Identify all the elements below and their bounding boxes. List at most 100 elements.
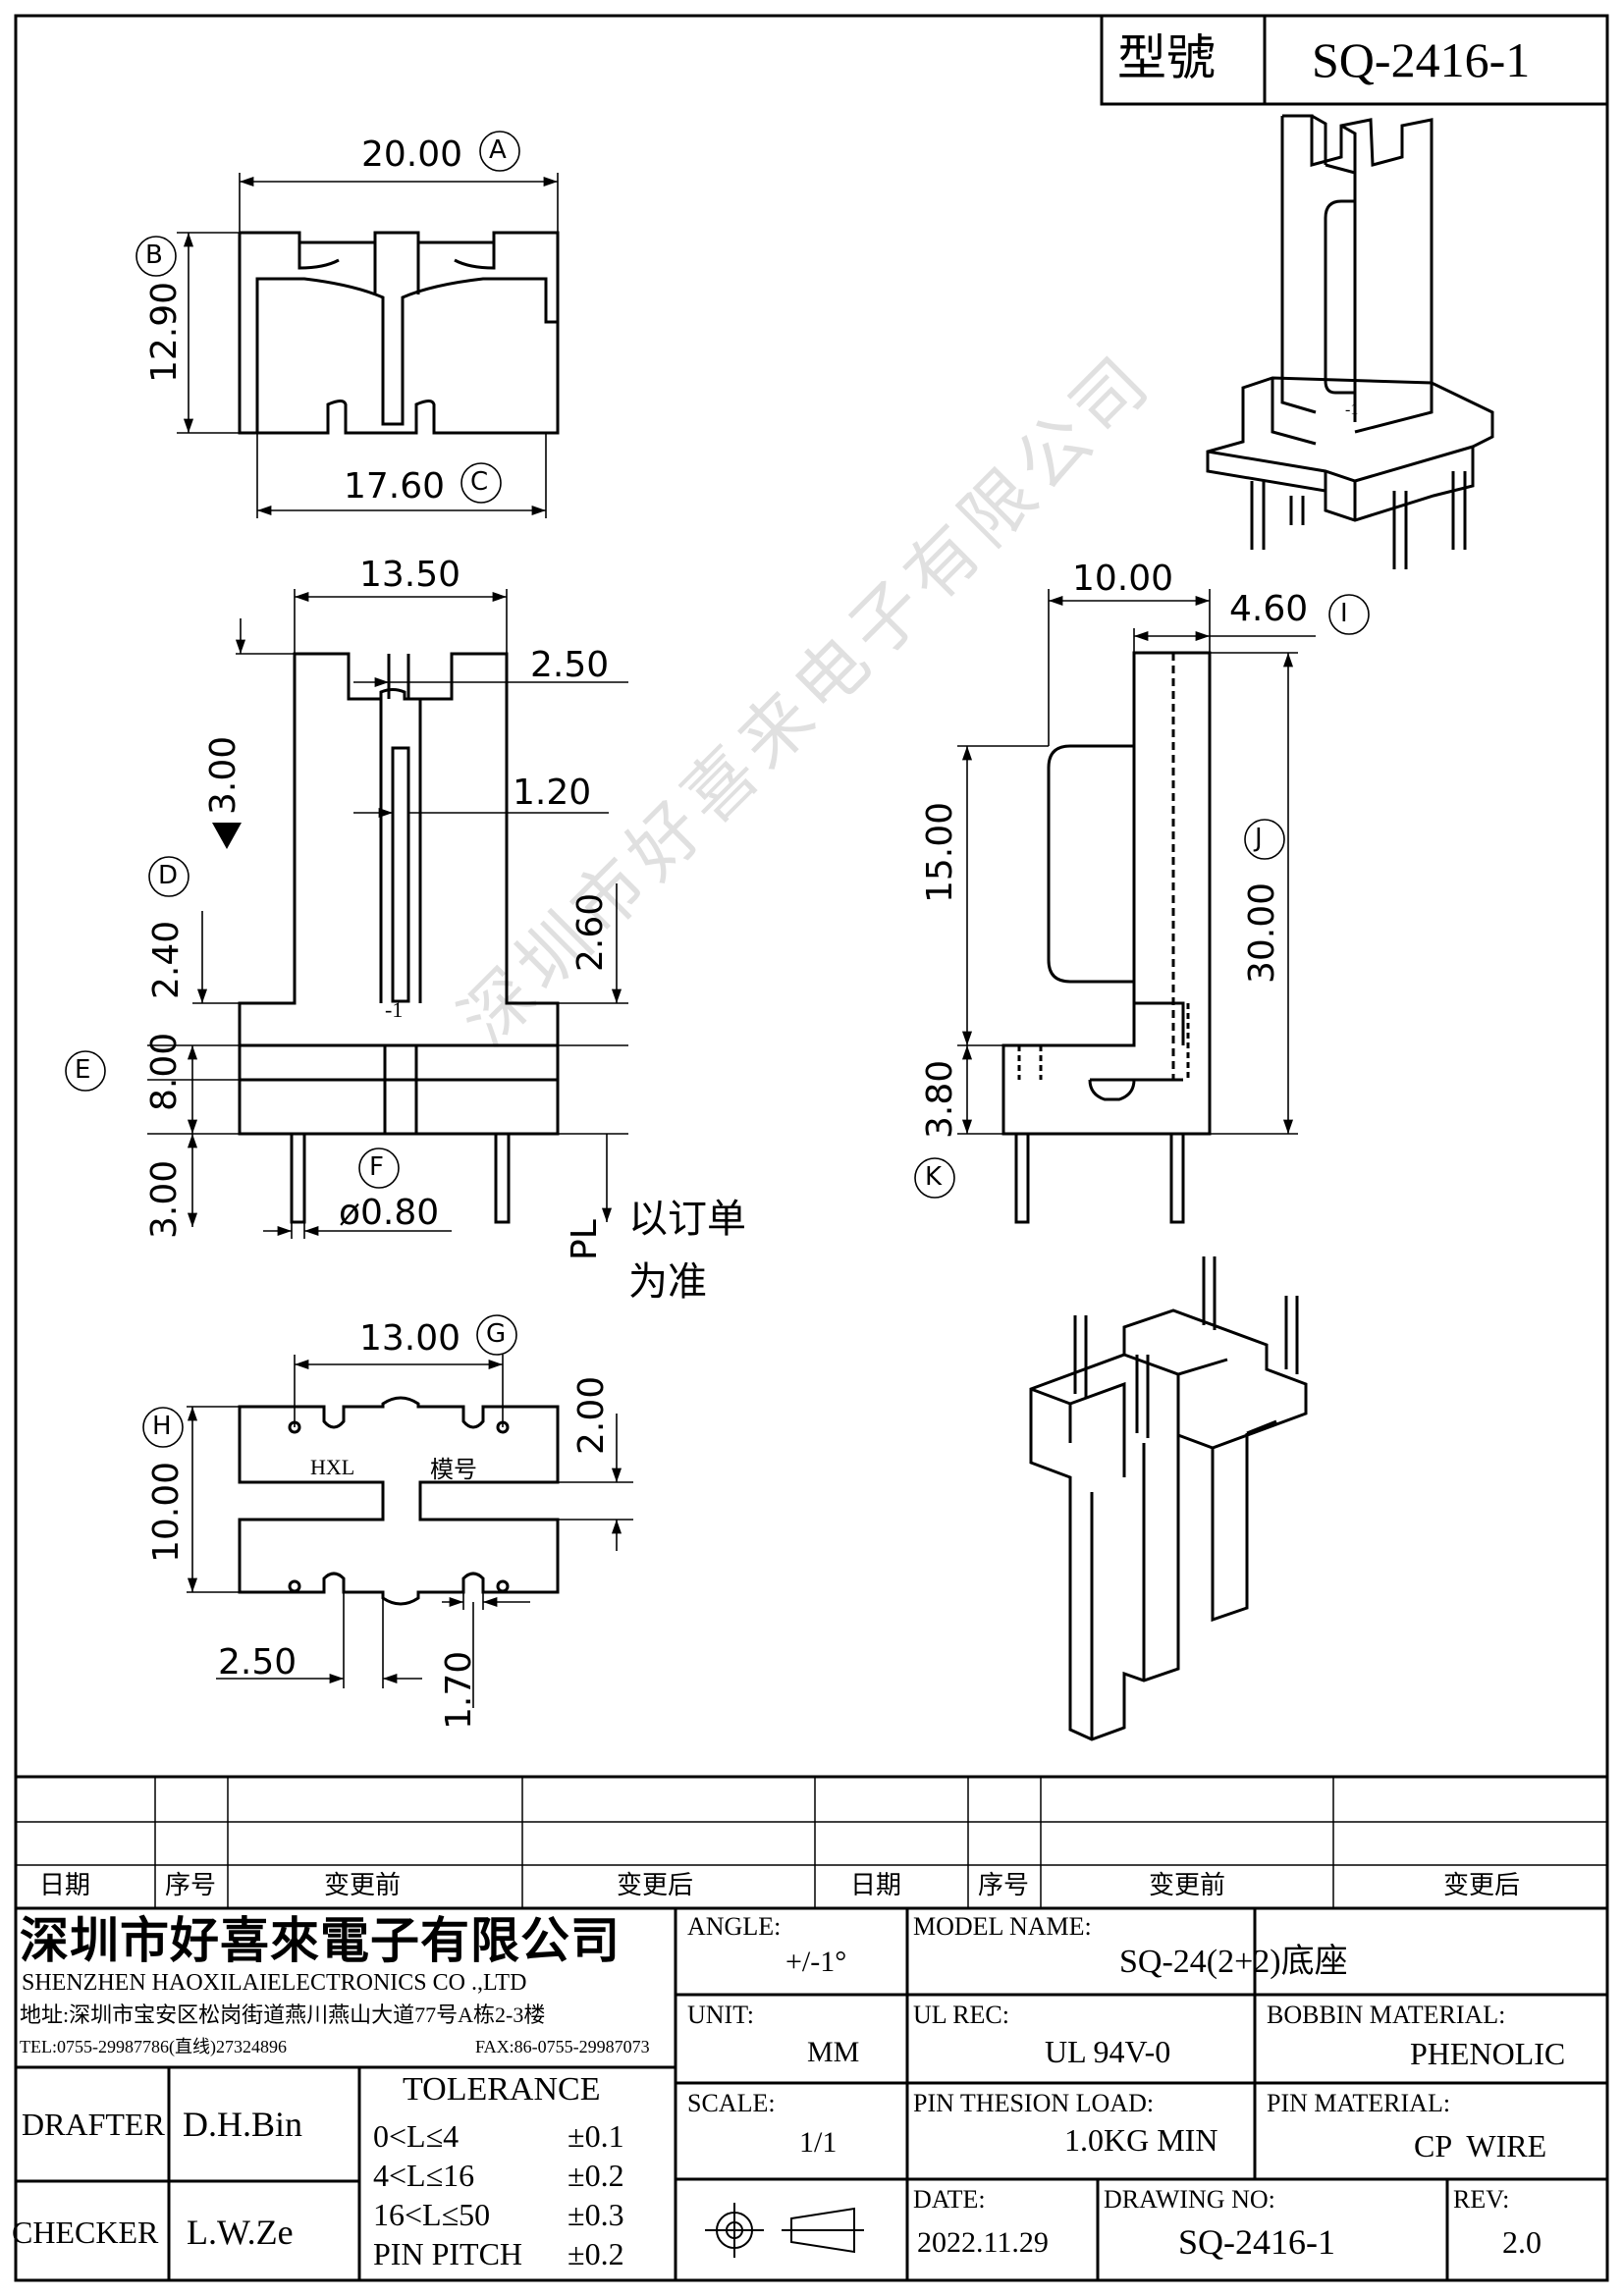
dim-step-value: 2.60: [570, 892, 611, 972]
dim-e-tag: E: [75, 1055, 91, 1085]
dim-width-value: 13.50: [359, 555, 461, 595]
rev-header-after-2: 变更后: [1443, 1871, 1521, 1900]
dim-k-value: 3.80: [920, 1059, 960, 1139]
checker-label: CHECKER: [12, 2215, 159, 2250]
title-block-grid: [16, 1775, 1607, 2280]
rev-header-after-1: 变更后: [617, 1871, 694, 1900]
model-label: 型號: [1117, 30, 1216, 85]
dim-pin-diameter-value: ø0.80: [339, 1193, 440, 1233]
tolerance-value-1: ±0.1: [568, 2118, 624, 2154]
dim-window-value: 15.00: [920, 801, 960, 903]
rev-header-date-1: 日期: [39, 1871, 91, 1900]
pin-load-value: 1.0KG MIN: [1064, 2122, 1218, 2158]
rev-header-seq-1: 序号: [165, 1871, 217, 1900]
revision-label: REV:: [1453, 2185, 1510, 2214]
tolerance-range-4: PIN PITCH: [373, 2236, 523, 2271]
rev-header-before-1: 变更前: [324, 1871, 402, 1900]
date-label: DATE:: [913, 2185, 986, 2214]
angle-value: +/-1°: [785, 1946, 847, 1978]
iso-cavity-mark: -1: [1345, 401, 1359, 418]
model-title-box: [1100, 14, 1609, 106]
dim-rib-value: 1.20: [513, 773, 592, 813]
dim-c-value: 17.60: [344, 466, 446, 507]
dim-a-tag: A: [489, 135, 507, 165]
tolerance-range-2: 4<L≤16: [373, 2158, 475, 2193]
tolerance-value-2: ±0.2: [568, 2158, 624, 2193]
top-view-dims: [135, 131, 559, 518]
tolerance-value-4: ±0.2: [568, 2236, 624, 2271]
model-name-value: SQ-24(2+2)底座: [1119, 1944, 1348, 1980]
ul-label: UL REC:: [913, 2001, 1009, 2029]
dim-b-value: 12.90: [144, 281, 185, 383]
dim-j-tag: J: [1255, 824, 1263, 853]
tolerance-range-3: 16<L≤50: [373, 2197, 491, 2232]
pin-material-label: PIN MATERIAL:: [1267, 2089, 1451, 2117]
ul-value: UL 94V-0: [1045, 2034, 1171, 2069]
bobbin-material-label: BOBBIN MATERIAL:: [1267, 2001, 1506, 2029]
dim-h-tag: H: [152, 1412, 172, 1441]
dim-g-value: 13.00: [359, 1318, 461, 1359]
iso-view-bottom: [1029, 1256, 1308, 1741]
date-value: 2022.11.29: [917, 2226, 1049, 2259]
dim-rib-width-value: 2.00: [571, 1375, 612, 1455]
dim-offset-value: 2.50: [218, 1642, 298, 1682]
dim-pin-length-value: 3.00: [144, 1159, 185, 1239]
unit-label: UNIT:: [687, 2001, 755, 2029]
revision-value: 2.0: [1502, 2224, 1542, 2260]
projection-symbol-icon: [705, 2203, 864, 2258]
iso-view-top: [1206, 114, 1494, 569]
checker-name: L.W.Ze: [187, 2213, 294, 2252]
side-view: [1001, 651, 1212, 1224]
dim-top-value: 3.00: [203, 735, 243, 815]
dim-e-value: 8.00: [144, 1032, 185, 1111]
model-name-label: MODEL NAME:: [913, 1912, 1092, 1941]
rev-header-seq-2: 序号: [978, 1871, 1030, 1900]
dim-g-tag: G: [486, 1319, 507, 1349]
model-number: SQ-2416-1: [1312, 32, 1531, 87]
scale-value: 1/1: [799, 2126, 838, 2159]
dim-b-tag: B: [145, 240, 163, 270]
company-name-en: SHENZHEN HAOXILAIELECTRONICS CO .,LTD: [22, 1970, 527, 1996]
scale-label: SCALE:: [687, 2089, 776, 2117]
top-view: [238, 231, 560, 435]
drafter-name: D.H.Bin: [183, 2105, 303, 2144]
bottom-view-dims: [142, 1314, 633, 1708]
dim-j-value: 30.00: [1242, 881, 1282, 984]
dim-depth-value: 10.00: [1072, 559, 1174, 599]
rev-header-before-2: 变更前: [1149, 1871, 1226, 1900]
drawing-number-value: SQ-2416-1: [1178, 2222, 1335, 2262]
sheet-border: [14, 14, 1609, 2282]
pin-load-label: PIN THESION LOAD:: [913, 2089, 1155, 2117]
front-view: [238, 652, 560, 1224]
front-view-dims: [65, 589, 628, 1239]
dim-slot-value: 2.50: [530, 645, 610, 685]
dim-c-tag: C: [470, 467, 489, 497]
side-view-dims: [914, 589, 1370, 1199]
brand-mark: HXL: [310, 1455, 355, 1479]
pin-material-value: CP WIRE: [1414, 2128, 1547, 2163]
dim-i-tag: I: [1340, 599, 1348, 628]
dim-a-value: 20.00: [361, 134, 463, 175]
bobbin-material-value: PHENOLIC: [1410, 2036, 1566, 2071]
rev-header-date-2: 日期: [850, 1871, 902, 1900]
pl-note-line2: 为准: [628, 1259, 707, 1305]
bottom-view: [238, 1396, 560, 1606]
company-fax: FAX:86-0755-29987073: [475, 2037, 650, 2056]
dim-k-tag: K: [925, 1162, 943, 1192]
dim-h-value: 10.00: [146, 1461, 187, 1563]
dim-d-tag: D: [158, 861, 179, 890]
dim-slot-width-value: 1.70: [439, 1650, 479, 1730]
tolerance-title: TOLERANCE: [403, 2071, 601, 2108]
cavity-mark: -1: [385, 997, 404, 1022]
pl-label: PL: [565, 1219, 605, 1260]
company-address: 地址:深圳市宝安区松岗街道燕川燕山大道77号A栋2-3楼: [20, 2002, 546, 2027]
dim-f-tag: F: [369, 1152, 384, 1182]
company-name-cn: 深圳市好喜來電子有限公司: [20, 1913, 621, 1968]
pl-note-line1: 以订单: [628, 1197, 746, 1242]
drafter-label: DRAFTER: [22, 2107, 165, 2142]
tolerance-range-1: 0<L≤4: [373, 2118, 460, 2154]
angle-label: ANGLE:: [687, 1912, 782, 1941]
dim-i-value: 4.60: [1229, 589, 1309, 629]
